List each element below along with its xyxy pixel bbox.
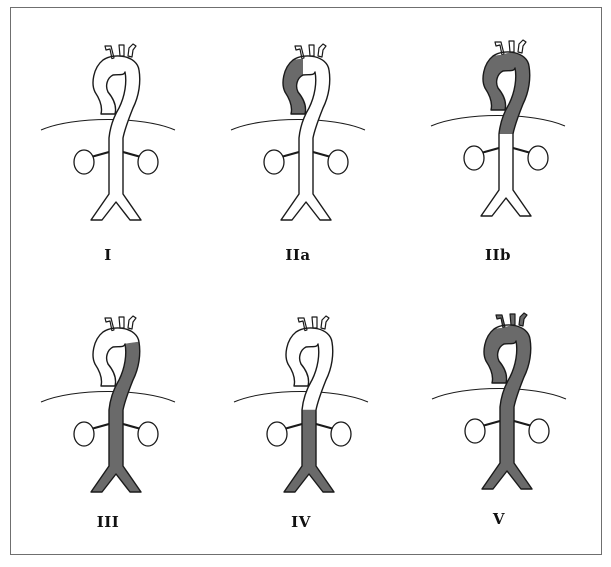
type-label-i: I (33, 246, 183, 264)
arch-branch-3 (128, 44, 136, 57)
panel-type-iia: IIa (223, 34, 373, 274)
left-kidney (464, 146, 484, 170)
left-kidney (264, 150, 284, 174)
right-renal-artery (514, 421, 532, 426)
type-label-iii: III (33, 513, 183, 531)
aorta-diagram-type-iib (423, 30, 573, 240)
aorta-diagram-type-i (33, 34, 183, 244)
right-renal-artery (513, 148, 531, 153)
left-renal-artery (481, 148, 499, 153)
left-renal-artery (284, 424, 302, 429)
right-kidney (138, 422, 158, 446)
right-renal-artery (313, 152, 331, 157)
right-kidney (528, 146, 548, 170)
abdominal-aorta-segment (499, 134, 513, 190)
aorta-diagram-type-iii (33, 306, 183, 516)
right-renal-artery (316, 424, 334, 429)
arch-branch-2 (309, 45, 314, 56)
right-renal-artery (123, 152, 141, 157)
left-kidney (465, 419, 485, 443)
abdominal-aorta-segment (109, 138, 123, 194)
type-label-v: V (424, 510, 574, 528)
panel-type-i: I (33, 34, 183, 274)
iliac-arteries-segment (281, 194, 331, 220)
diaphragm-line (431, 116, 565, 127)
iliac-arteries-segment (284, 466, 334, 492)
iliac-arteries-segment (91, 466, 141, 492)
figure-frame: I IIa IIb III IV V (10, 7, 602, 555)
left-kidney (267, 422, 287, 446)
panel-type-v: V (424, 303, 574, 543)
abdominal-aorta-segment (302, 410, 316, 466)
right-renal-artery (123, 424, 141, 429)
abdominal-aorta-segment (109, 410, 123, 466)
iliac-arteries-segment (481, 190, 531, 216)
panel-type-iib: IIb (423, 30, 573, 270)
type-label-iia: IIa (223, 246, 373, 264)
aorta-diagram-type-iia (223, 34, 373, 244)
arch-branch-3 (519, 313, 527, 326)
type-label-iv: IV (226, 513, 376, 531)
iliac-arteries-segment (482, 463, 532, 489)
right-kidney (331, 422, 351, 446)
right-kidney (328, 150, 348, 174)
left-renal-artery (91, 424, 109, 429)
iliac-arteries-segment (91, 194, 141, 220)
type-label-iib: IIb (423, 246, 573, 264)
left-renal-artery (91, 152, 109, 157)
arch-branch-2 (119, 45, 124, 56)
diaphragm-line (41, 120, 175, 131)
aorta-diagram-type-v (424, 303, 574, 513)
abdominal-aorta-segment (299, 138, 313, 194)
panel-type-iii: III (33, 306, 183, 546)
diaphragm-line (234, 392, 368, 403)
arch-branch-3 (318, 44, 326, 57)
left-kidney (74, 422, 94, 446)
arch-branch-2 (509, 41, 514, 52)
diaphragm-line (432, 389, 566, 400)
arch-branch-2 (510, 314, 515, 325)
panel-type-iv: IV (226, 306, 376, 546)
left-renal-artery (482, 421, 500, 426)
right-kidney (529, 419, 549, 443)
arch-branch-3 (518, 40, 526, 53)
aorta-diagram-type-iv (226, 306, 376, 516)
left-renal-artery (281, 152, 299, 157)
left-kidney (74, 150, 94, 174)
abdominal-aorta-segment (500, 407, 514, 463)
diaphragm-line (231, 120, 365, 131)
arch-branch-2 (312, 317, 317, 328)
arch-branch-2 (119, 317, 124, 328)
diaphragm-line (41, 392, 175, 403)
arch-branch-3 (321, 316, 329, 329)
arch-branch-3 (128, 316, 136, 329)
right-kidney (138, 150, 158, 174)
